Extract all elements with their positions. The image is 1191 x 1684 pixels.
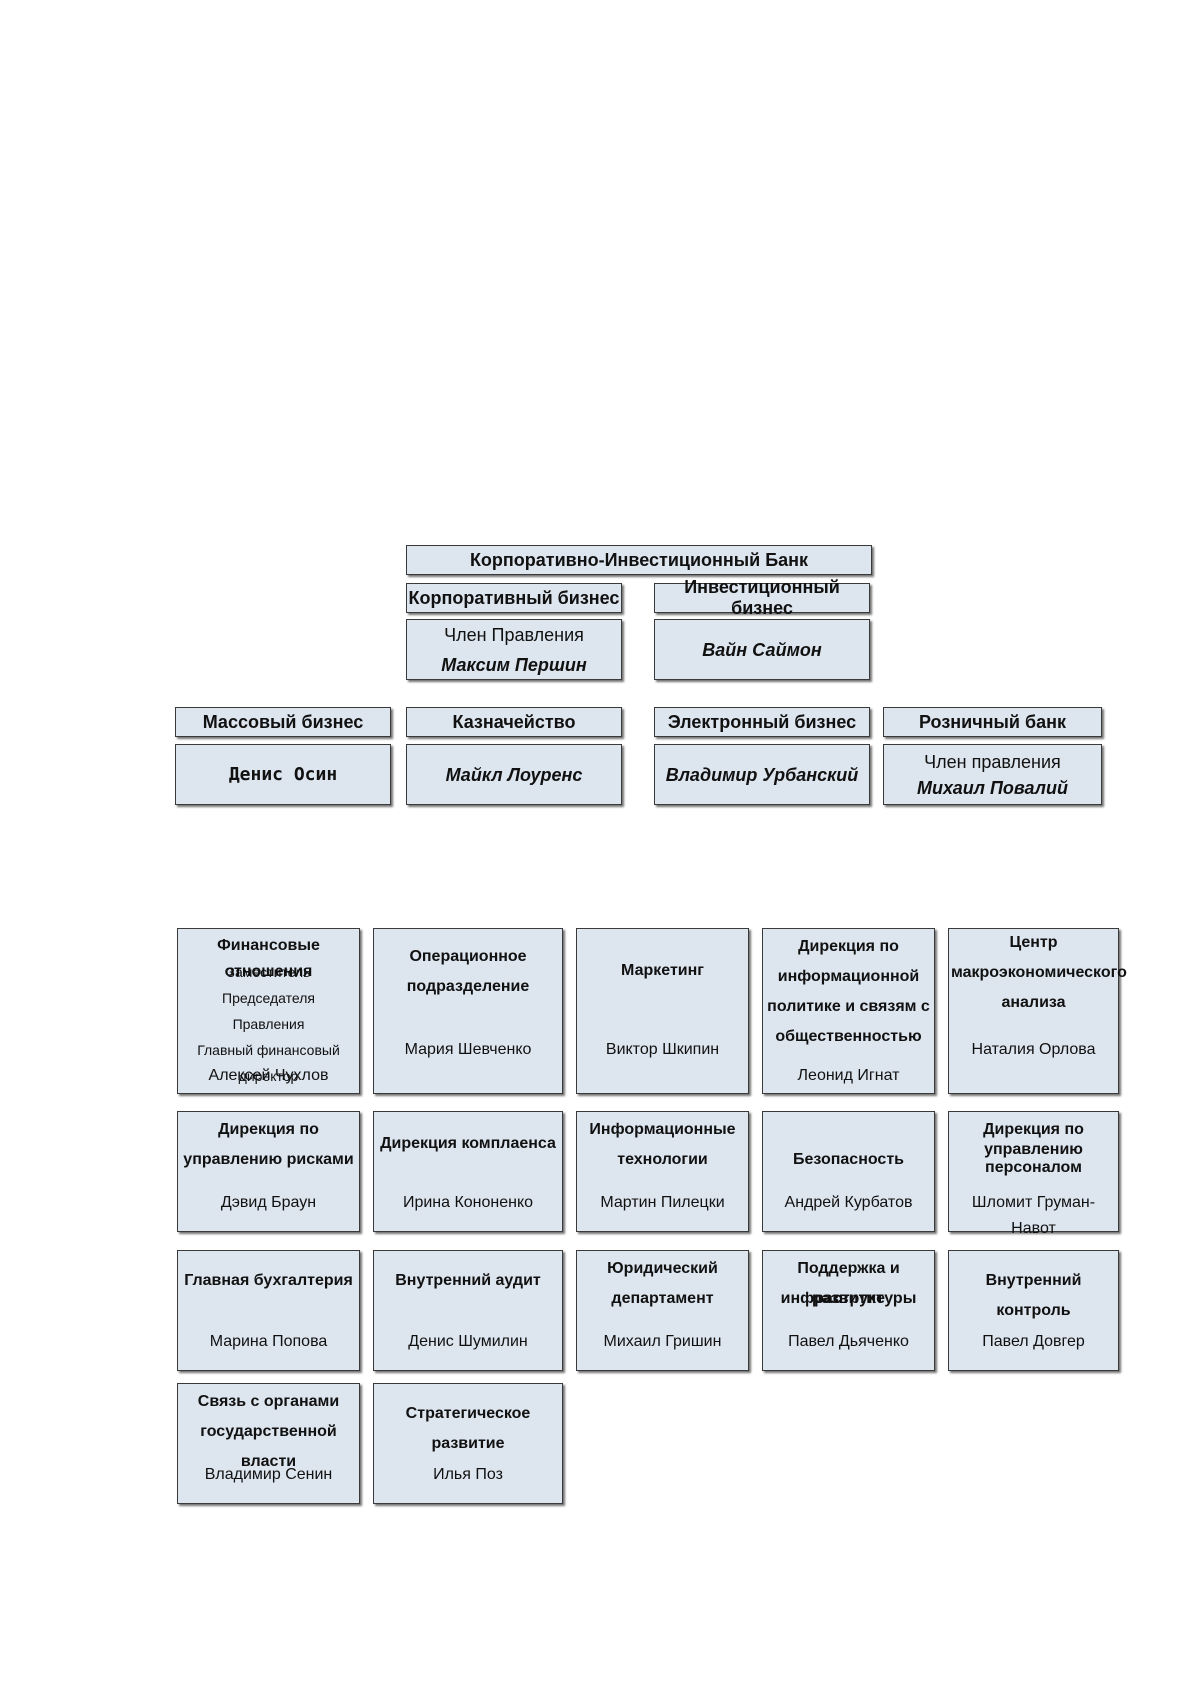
bank-title: Корпоративно-Инвестиционный Банк xyxy=(469,549,809,570)
unit-title: Массовый бизнес xyxy=(202,711,364,732)
dept-title: макроэкономического xyxy=(951,964,1127,981)
unit-investment-title-box: Инвестиционный бизнес xyxy=(654,577,870,618)
bank-title-box: Корпоративно-Инвестиционный Банк xyxy=(406,545,872,575)
dept-it: Информационные технологии Мартин Пилецки xyxy=(576,1111,749,1232)
dept-title: политике и связям с xyxy=(767,998,930,1015)
dept-head: Марина Попова xyxy=(209,1333,328,1350)
unit-ebusiness-title-box: Электронный бизнес xyxy=(654,707,870,737)
dept-title: информационной xyxy=(777,968,920,985)
dept-head: Ирина Кононенко xyxy=(402,1194,534,1211)
dept-title: управлению рисками xyxy=(183,1151,354,1168)
dept-title: Связь с органами xyxy=(197,1393,340,1410)
unit-head: Майкл Лоуренс xyxy=(445,764,583,785)
unit-corporate-head-box: Член Правления Максим Першин xyxy=(406,619,622,680)
unit-title: Инвестиционный бизнес xyxy=(684,577,840,618)
dept-title: Стратегическое развитие xyxy=(405,1405,531,1452)
dept-title: анализа xyxy=(1001,994,1066,1011)
dept-title: Дирекция по xyxy=(983,1121,1084,1138)
dept-title: Внутренний аудит xyxy=(395,1272,541,1289)
dept-head: Михаил Гришин xyxy=(603,1333,722,1350)
dept-head: Наталия Орлова xyxy=(971,1041,1096,1058)
dept-finance: Финансовые отношения Заместитель Председ… xyxy=(177,928,360,1094)
dept-title: общественностью xyxy=(775,1028,922,1045)
dept-head: Илья Поз xyxy=(433,1466,503,1483)
dept-security: Безопасность Андрей Курбатов xyxy=(762,1111,935,1232)
unit-title: Розничный банк xyxy=(919,711,1066,732)
dept-risk: Дирекция по управлению рисками Дэвид Бра… xyxy=(177,1111,360,1232)
dept-title: персоналом xyxy=(985,1159,1082,1176)
dept-head: Алексей Чухлов xyxy=(208,1067,329,1084)
unit-role: Член Правления xyxy=(444,624,584,645)
dept-audit: Внутренний аудит Денис Шумилин xyxy=(373,1250,563,1371)
unit-investment-head-box: Вайн Саймон xyxy=(654,619,870,680)
dept-info-policy: Дирекция по информационной политике и св… xyxy=(762,928,935,1094)
dept-accounting: Главная бухгалтерия Марина Попова xyxy=(177,1250,360,1371)
dept-operations: Операционное подразделение Мария Шевченк… xyxy=(373,928,563,1094)
dept-title: Внутренний контроль xyxy=(985,1272,1082,1319)
unit-title: Казначейство xyxy=(452,711,576,732)
dept-infrastructure: Поддержка и развитие инфраструктуры Паве… xyxy=(762,1250,935,1371)
dept-title: управлению xyxy=(984,1141,1083,1158)
dept-title: департамент xyxy=(611,1290,714,1307)
dept-head: Шломит Груман-Навот xyxy=(971,1194,1096,1237)
dept-head: Мария Шевченко xyxy=(404,1041,532,1058)
unit-head: Максим Першин xyxy=(441,654,587,675)
unit-head: Денис Осин xyxy=(228,764,338,785)
dept-head: Леонид Игнат xyxy=(797,1067,900,1084)
dept-head: Павел Довгер xyxy=(982,1333,1085,1350)
unit-head: Вайн Саймон xyxy=(702,639,822,660)
dept-title: Главная бухгалтерия xyxy=(184,1272,353,1289)
unit-mass-head-box: Денис Осин xyxy=(175,744,391,805)
unit-role: Член правления xyxy=(924,751,1061,772)
dept-subtitle: Главный финансовый xyxy=(197,1042,340,1058)
unit-treasury-title-box: Казначейство xyxy=(406,707,622,737)
dept-title: Поддержка и развитие xyxy=(797,1260,900,1307)
dept-title: Операционное xyxy=(409,948,527,965)
unit-retail-head-box: Член правления Михаил Повалий xyxy=(883,744,1102,805)
dept-head: Денис Шумилин xyxy=(408,1333,528,1350)
dept-title: Финансовые отношения xyxy=(217,937,320,980)
dept-strategy: Стратегическое развитие Илья Поз xyxy=(373,1383,563,1504)
dept-title: инфраструктуры xyxy=(780,1290,917,1307)
dept-title: государственной власти xyxy=(200,1423,337,1470)
dept-title: Дирекция по xyxy=(798,938,899,955)
dept-title: Маркетинг xyxy=(621,962,704,979)
unit-title: Электронный бизнес xyxy=(667,711,857,732)
dept-title: технологии xyxy=(617,1151,708,1168)
dept-macro: Центр макроэкономического анализа Натали… xyxy=(948,928,1127,1094)
dept-head: Павел Дьяченко xyxy=(788,1333,909,1350)
dept-title: подразделение xyxy=(406,978,530,995)
dept-title: Юридический xyxy=(607,1260,718,1277)
dept-subtitle: Заместитель Председателя xyxy=(222,964,315,1006)
unit-ebusiness-head-box: Владимир Урбанский xyxy=(654,744,870,805)
unit-head: Владимир Урбанский xyxy=(665,764,859,785)
dept-head: Виктор Шкипин xyxy=(605,1041,720,1058)
dept-legal: Юридический департамент Михаил Гришин xyxy=(576,1250,749,1371)
dept-internal-control: Внутренний контроль Павел Довгер xyxy=(948,1250,1119,1371)
dept-subtitle: Правления xyxy=(232,1016,305,1032)
dept-title: Дирекция по xyxy=(218,1121,319,1138)
dept-head: Дэвид Браун xyxy=(220,1194,317,1211)
unit-treasury-head-box: Майкл Лоуренс xyxy=(406,744,622,805)
dept-title: Дирекция комплаенса xyxy=(380,1135,556,1152)
dept-title: Центр xyxy=(1009,934,1058,951)
unit-retail-title-box: Розничный банк xyxy=(883,707,1102,737)
dept-head: Андрей Курбатов xyxy=(784,1194,913,1211)
unit-corporate-title-box: Корпоративный бизнес xyxy=(406,583,622,613)
dept-compliance: Дирекция комплаенса Ирина Кононенко xyxy=(373,1111,563,1232)
dept-head: Мартин Пилецки xyxy=(600,1194,725,1211)
dept-hr: Дирекция по управлению персоналом Шломит… xyxy=(948,1111,1119,1237)
dept-government-relations: Связь с органами государственной власти … xyxy=(177,1383,360,1504)
unit-title: Корпоративный бизнес xyxy=(408,587,620,608)
dept-head: Владимир Сенин xyxy=(204,1466,333,1483)
unit-head: Михаил Повалий xyxy=(917,777,1068,798)
dept-marketing: Маркетинг Виктор Шкипин xyxy=(576,928,749,1094)
dept-subtitle: директор xyxy=(238,1068,299,1084)
unit-mass-title-box: Массовый бизнес xyxy=(175,707,391,737)
dept-title: Информационные xyxy=(589,1121,736,1138)
dept-title: Безопасность xyxy=(793,1151,904,1168)
